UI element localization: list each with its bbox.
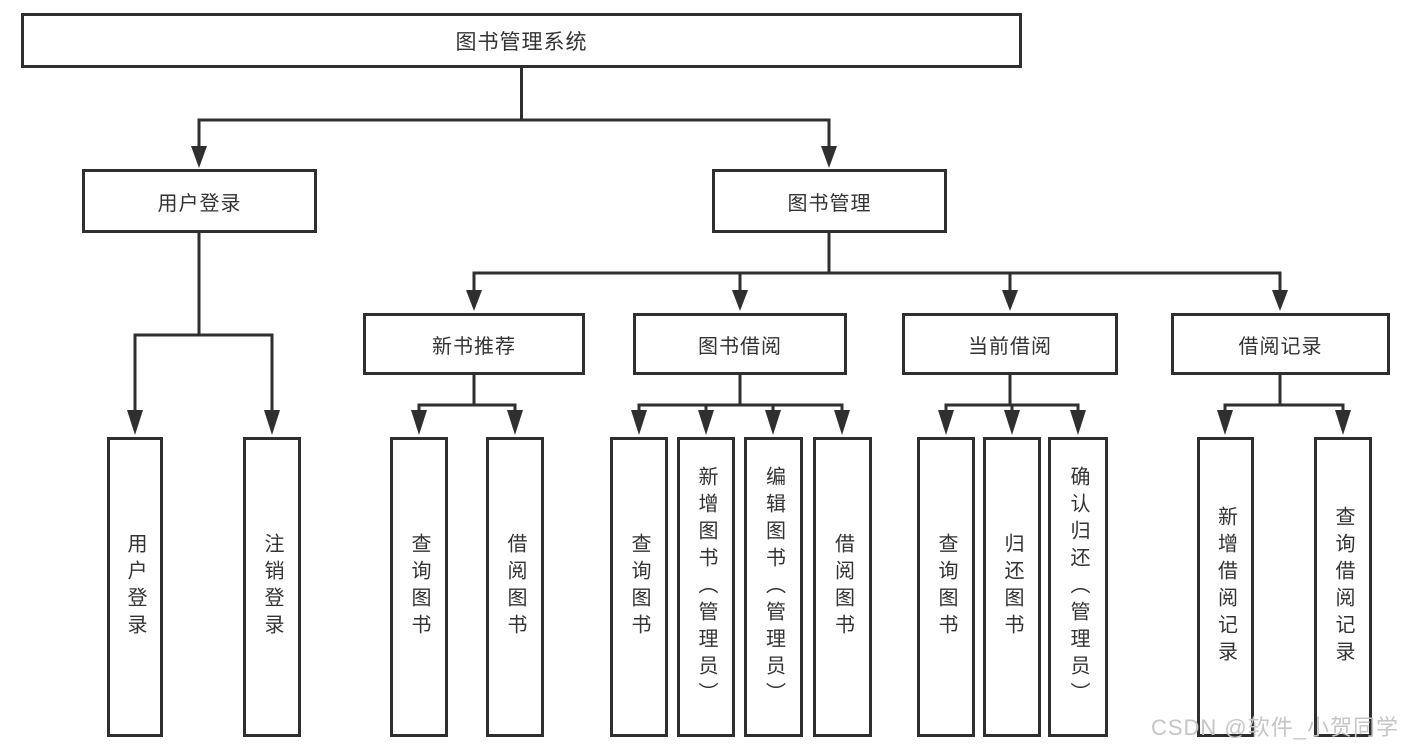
node-leaf-label: 查询图书 xyxy=(935,533,957,641)
node-borrow-records: 借阅记录 xyxy=(1171,313,1390,375)
node-leaf-label: 查询借阅记录 xyxy=(1332,506,1354,668)
node-leaf-add-borrow-record: 新增借阅记录 xyxy=(1197,437,1254,737)
node-leaf-user-login: 用户登录 xyxy=(107,437,163,737)
node-borrow-records-label: 借阅记录 xyxy=(1238,335,1323,358)
node-leaf-label: 编辑图书（管理员） xyxy=(762,465,785,709)
node-book-borrow: 图书借阅 xyxy=(633,313,847,375)
watermark: CSDN @软件_小贺同学 xyxy=(1150,715,1399,740)
node-leaf-query-books-recommend: 查询图书 xyxy=(390,437,448,737)
connector-book-management-to-level3 xyxy=(466,233,1288,311)
node-leaf-return-books: 归还图书 xyxy=(983,437,1041,737)
node-root-label: 图书管理系统 xyxy=(455,30,588,54)
node-book-management-label: 图书管理 xyxy=(787,192,872,215)
node-leaf-borrow-books: 借阅图书 xyxy=(813,437,872,737)
node-leaf-label: 新增借阅记录 xyxy=(1214,506,1237,668)
node-user-login-label: 用户登录 xyxy=(157,192,242,215)
node-current-borrow: 当前借阅 xyxy=(902,313,1118,375)
connector-book-borrow-to-leaves xyxy=(631,375,850,435)
node-leaf-label: 借阅图书 xyxy=(504,533,526,641)
node-leaf-label: 用户登录 xyxy=(124,533,146,641)
node-leaf-logout: 注销登录 xyxy=(243,437,301,737)
node-leaf-label: 新增图书（管理员） xyxy=(695,465,717,709)
node-leaf-query-borrow-record: 查询借阅记录 xyxy=(1314,437,1372,737)
node-leaf-borrow-books-recommend: 借阅图书 xyxy=(486,437,544,737)
connector-user-login-to-leaves xyxy=(127,233,280,435)
node-leaf-confirm-return-admin: 确认归还（管理员） xyxy=(1048,437,1108,737)
node-new-book-recommend-label: 新书推荐 xyxy=(432,335,516,358)
node-root: 图书管理系统 xyxy=(21,13,1022,68)
node-leaf-label: 注销登录 xyxy=(261,533,283,641)
node-user-login: 用户登录 xyxy=(82,169,317,233)
connector-borrow-records-to-leaves xyxy=(1217,375,1351,435)
node-leaf-label: 查询图书 xyxy=(408,533,430,641)
node-leaf-query-books-borrow: 查询图书 xyxy=(610,437,668,737)
connector-root-to-level2 xyxy=(191,68,837,168)
node-leaf-label: 借阅图书 xyxy=(831,533,854,641)
node-book-borrow-label: 图书借阅 xyxy=(698,335,782,358)
node-leaf-label: 归还图书 xyxy=(1001,533,1023,641)
node-leaf-edit-books-admin: 编辑图书（管理员） xyxy=(744,437,803,737)
node-leaf-add-books-admin: 新增图书（管理员） xyxy=(677,437,735,737)
node-current-borrow-label: 当前借阅 xyxy=(968,335,1052,358)
connector-new-book-recommend-to-leaves xyxy=(411,375,523,435)
node-leaf-label: 确认归还（管理员） xyxy=(1067,465,1089,709)
node-new-book-recommend: 新书推荐 xyxy=(363,313,585,375)
node-leaf-label: 查询图书 xyxy=(628,533,650,641)
node-book-management: 图书管理 xyxy=(712,169,947,233)
connector-current-borrow-to-leaves xyxy=(938,375,1086,435)
node-leaf-query-books-current: 查询图书 xyxy=(917,437,975,737)
